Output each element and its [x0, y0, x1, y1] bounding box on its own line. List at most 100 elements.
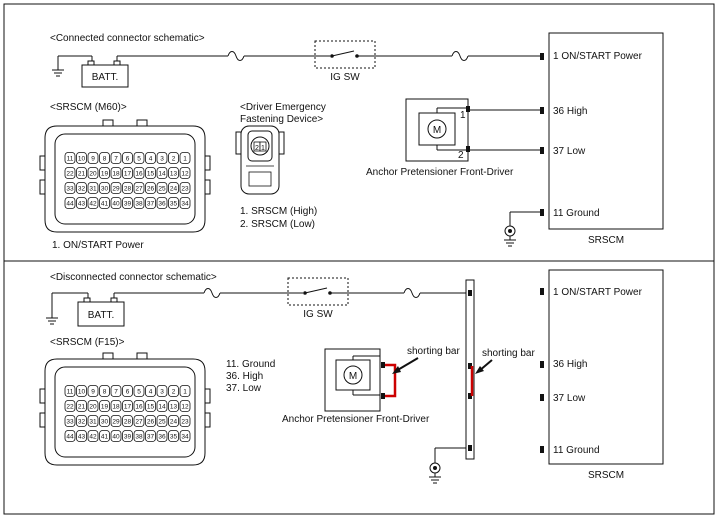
fuse-icon: [203, 288, 221, 298]
connector-pin: 20: [87, 167, 99, 179]
connector-pin: 31: [87, 182, 99, 194]
svg-text:24: 24: [170, 419, 178, 426]
connector-pin: 19: [99, 167, 110, 179]
svg-text:26: 26: [147, 186, 155, 193]
module-pin-label: 11 Ground: [553, 208, 600, 219]
connector-pin: 27: [133, 182, 145, 194]
fuse-icon: [403, 288, 421, 298]
battery: BATT.: [81, 60, 129, 88]
connector-pin: 38: [133, 430, 145, 442]
device-legend-2: 2. SRSCM (Low): [240, 219, 315, 230]
svg-text:43: 43: [78, 434, 86, 441]
connector-pin: 1: [179, 385, 191, 397]
svg-text:19: 19: [101, 404, 109, 411]
pretensioner-pin-2: 2: [458, 150, 464, 161]
f15-legend-1: 11. Ground: [226, 359, 275, 370]
svg-text:27: 27: [135, 186, 143, 193]
connector-pin: 24: [168, 415, 179, 427]
svg-text:9: 9: [91, 156, 95, 163]
svg-text:3: 3: [160, 156, 164, 163]
svg-text:1: 1: [183, 389, 187, 396]
module-pin-label: 37 Low: [553, 393, 586, 404]
svg-text:25: 25: [158, 186, 166, 193]
module-pin-label: 36 High: [553, 106, 587, 117]
connector-pin: 24: [168, 182, 179, 194]
svg-text:34: 34: [181, 434, 189, 441]
srscm-m60-label: <SRSCM (M60)>: [50, 102, 127, 113]
connector-pin: 22: [64, 167, 76, 179]
svg-text:7: 7: [114, 156, 118, 163]
svg-text:6: 6: [126, 389, 130, 396]
device-pin-1: 1: [261, 145, 265, 152]
svg-text:2: 2: [172, 389, 176, 396]
svg-text:38: 38: [135, 201, 143, 208]
connector-pin: 7: [110, 385, 122, 397]
module-pin-label: 36 High: [553, 359, 587, 370]
svg-text:24: 24: [170, 186, 178, 193]
svg-text:28: 28: [124, 419, 132, 426]
connector-pin: 40: [110, 430, 122, 442]
svg-text:44: 44: [66, 201, 74, 208]
svg-text:13: 13: [170, 171, 178, 178]
svg-text:26: 26: [147, 419, 155, 426]
svg-text:42: 42: [89, 201, 97, 208]
connector-pin: 26: [145, 415, 156, 427]
connector-pin: 39: [122, 430, 133, 442]
connector-pin: 40: [110, 197, 122, 209]
svg-text:40: 40: [112, 434, 120, 441]
pretensioner-label-top: Anchor Pretensioner Front-Driver: [366, 167, 514, 178]
connector-pin: 21: [76, 167, 87, 179]
connector-pin: 30: [99, 182, 110, 194]
svg-text:25: 25: [158, 419, 166, 426]
connector-pin: 2: [168, 385, 179, 397]
connector-pin: 32: [76, 182, 87, 194]
connector-pin: 43: [76, 430, 87, 442]
svg-text:32: 32: [78, 419, 86, 426]
connector-pin: 18: [110, 400, 122, 412]
connector-pin: 4: [145, 385, 156, 397]
module-pin-label: 1 ON/START Power: [553, 287, 643, 298]
connector-pin: 20: [87, 400, 99, 412]
connector-pin: 31: [87, 415, 99, 427]
connector-pin: 16: [133, 400, 145, 412]
svg-text:2: 2: [172, 156, 176, 163]
svg-text:30: 30: [101, 419, 109, 426]
connector-pin: 17: [122, 167, 133, 179]
connector-pin: 14: [156, 400, 168, 412]
ground-icon: [51, 69, 65, 77]
svg-text:1: 1: [183, 156, 187, 163]
connector-pin: 6: [122, 385, 133, 397]
connector-pin: 28: [122, 415, 133, 427]
device-label-line-2: Fastening Device>: [240, 114, 323, 125]
ground-icon: [45, 317, 59, 325]
connector-pin: 13: [168, 167, 179, 179]
connector-pin: 36: [156, 197, 168, 209]
svg-text:33: 33: [66, 186, 74, 193]
module-pin-label: 1 ON/START Power: [553, 51, 643, 62]
svg-text:12: 12: [181, 404, 189, 411]
svg-text:5: 5: [137, 389, 141, 396]
connector-pin: 8: [99, 385, 110, 397]
ig-switch: IG SW: [287, 277, 349, 320]
svg-text:17: 17: [124, 404, 132, 411]
connector-pin: 12: [179, 167, 191, 179]
ig-sw-label: IG SW: [303, 309, 333, 320]
svg-text:22: 22: [66, 404, 74, 411]
svg-text:29: 29: [112, 419, 120, 426]
f15-legend-3: 37. Low: [226, 383, 262, 394]
connector-pin: 34: [179, 197, 191, 209]
module-pin-label: 37 Low: [553, 146, 586, 157]
srscm-module-top: 1 ON/START Power 36 High 37 Low 11 Groun…: [540, 32, 664, 246]
svg-text:40: 40: [112, 201, 120, 208]
svg-text:39: 39: [124, 201, 132, 208]
svg-text:12: 12: [181, 171, 189, 178]
srscm-f15-label: <SRSCM (F15)>: [50, 337, 125, 348]
svg-text:6: 6: [126, 156, 130, 163]
shorting-bar-left: [385, 363, 397, 398]
svg-text:20: 20: [89, 404, 97, 411]
connector-pin: 38: [133, 197, 145, 209]
svg-text:4: 4: [149, 389, 153, 396]
connector-pin: 1: [179, 152, 191, 164]
